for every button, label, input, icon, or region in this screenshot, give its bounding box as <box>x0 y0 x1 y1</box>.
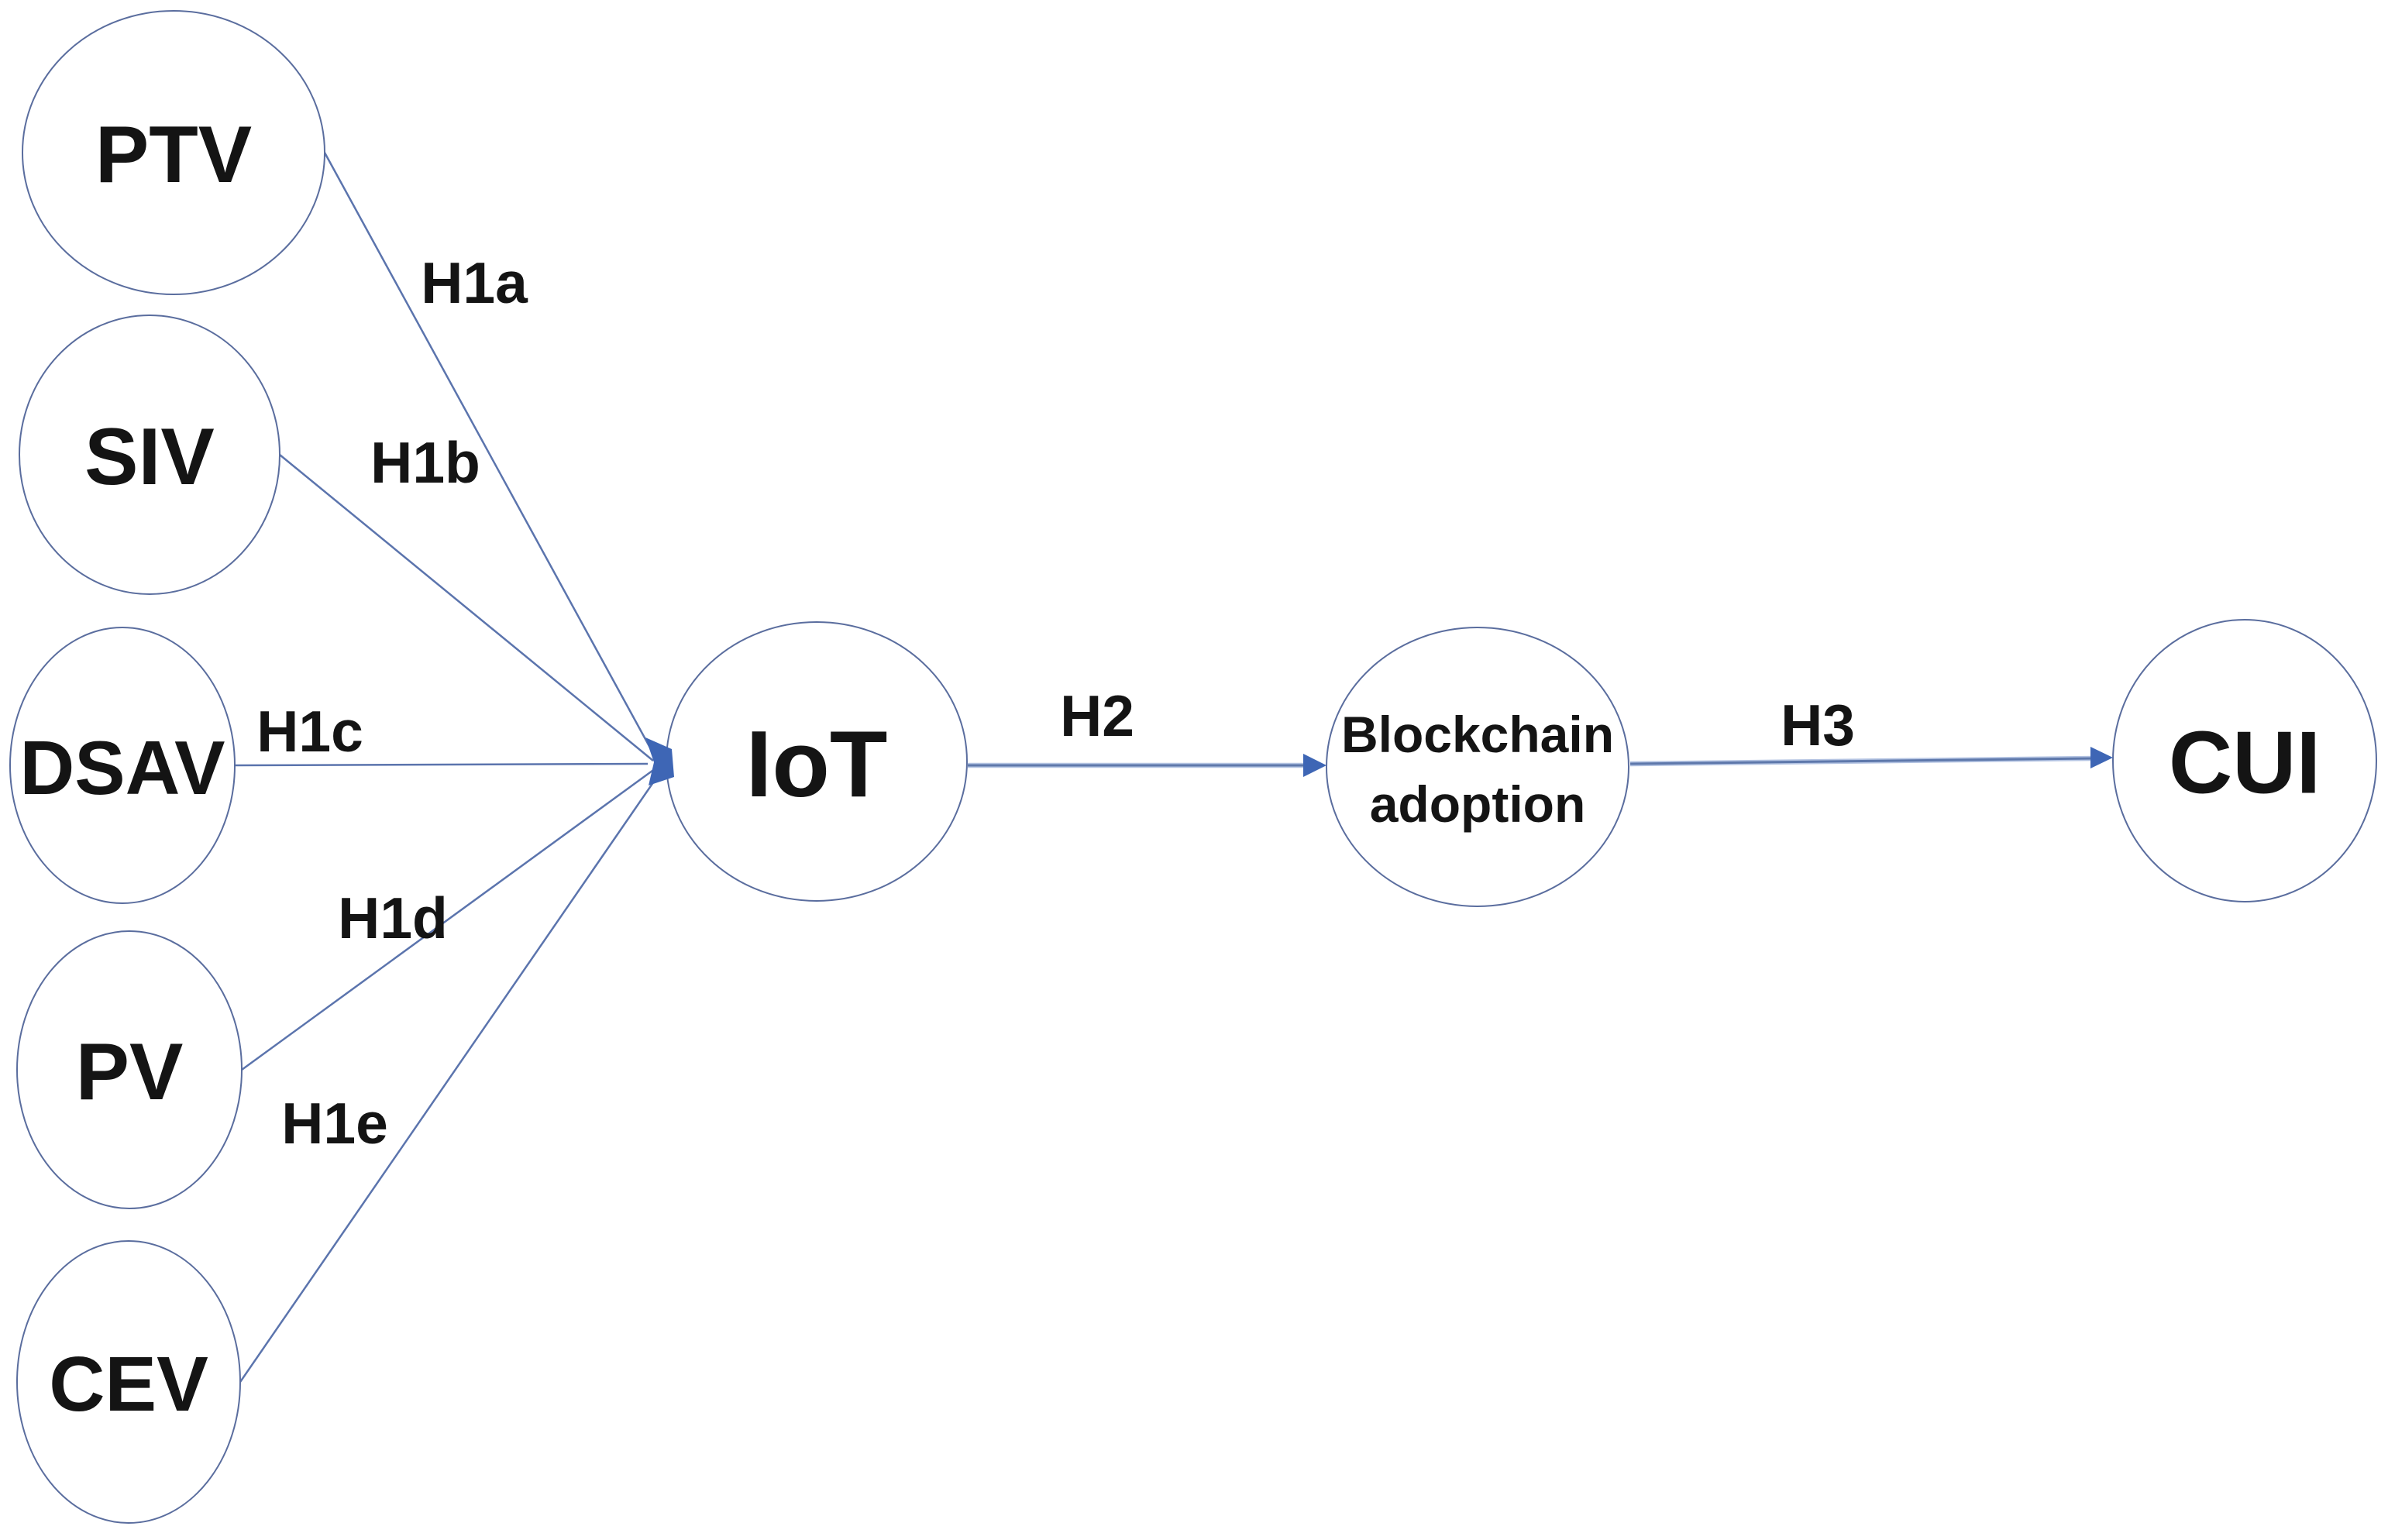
node-siv-circle <box>19 315 280 595</box>
edge-h1d-line <box>241 767 656 1071</box>
node-ptv-label: PTV <box>95 110 252 200</box>
node-cev: CEV <box>16 1240 241 1524</box>
edge-h1b-label: H1b <box>370 430 480 495</box>
node-cev-circle <box>16 1240 241 1524</box>
edge-h3-line <box>1629 757 2094 765</box>
node-cev-label: CEV <box>49 1341 208 1428</box>
edge-h1d-label: H1d <box>338 885 448 950</box>
edge-h1c-line <box>234 762 649 767</box>
node-siv-label: SIV <box>84 412 215 502</box>
edge-h3-label: H3 <box>1781 693 1855 758</box>
edge-h1b-line <box>279 454 654 761</box>
node-ptv: PTV <box>22 10 325 295</box>
edge-h1e-line <box>239 774 660 1383</box>
node-pv: PV <box>16 930 243 1209</box>
node-cui-label: CUI <box>2169 714 2321 813</box>
node-blockchain-adoption-label-line2: adoption <box>1370 775 1586 833</box>
node-dsav-circle <box>9 627 236 904</box>
edge-h1a-line <box>323 152 657 758</box>
node-siv: SIV <box>19 315 280 595</box>
node-blockchain-adoption: Blockchain adoption <box>1326 627 1629 907</box>
edge-labels: H1a H1b H1c H1d H1e H2 H3 <box>256 250 1855 1156</box>
edge-h1e-label: H1e <box>281 1091 388 1156</box>
node-cui: CUI <box>2112 619 2377 902</box>
edge-h2-label: H2 <box>1060 683 1134 748</box>
horizontal-arrows <box>968 755 2094 768</box>
node-pv-label: PV <box>76 1027 184 1117</box>
node-iot-label: IoT <box>746 711 888 816</box>
node-cui-circle <box>2112 619 2377 902</box>
converging-arrowheads-blob-icon <box>645 737 674 785</box>
edge-h1c-label: H1c <box>256 699 363 764</box>
node-blockchain-adoption-label-line1: Blockchain <box>1341 706 1614 763</box>
node-dsav-label: DSAV <box>19 725 225 810</box>
h2-arrowhead-icon <box>1303 754 1326 777</box>
h3-arrowhead-icon <box>2090 747 2113 768</box>
node-iot: IoT <box>666 621 968 902</box>
node-dsav: DSAV <box>9 627 236 904</box>
node-blockchain-adoption-circle <box>1326 627 1629 907</box>
edge-h1a-label: H1a <box>421 250 528 315</box>
node-ptv-circle <box>22 10 325 295</box>
arrowheads <box>645 737 2113 785</box>
node-pv-circle <box>16 930 243 1209</box>
converging-connectors <box>234 152 660 1383</box>
